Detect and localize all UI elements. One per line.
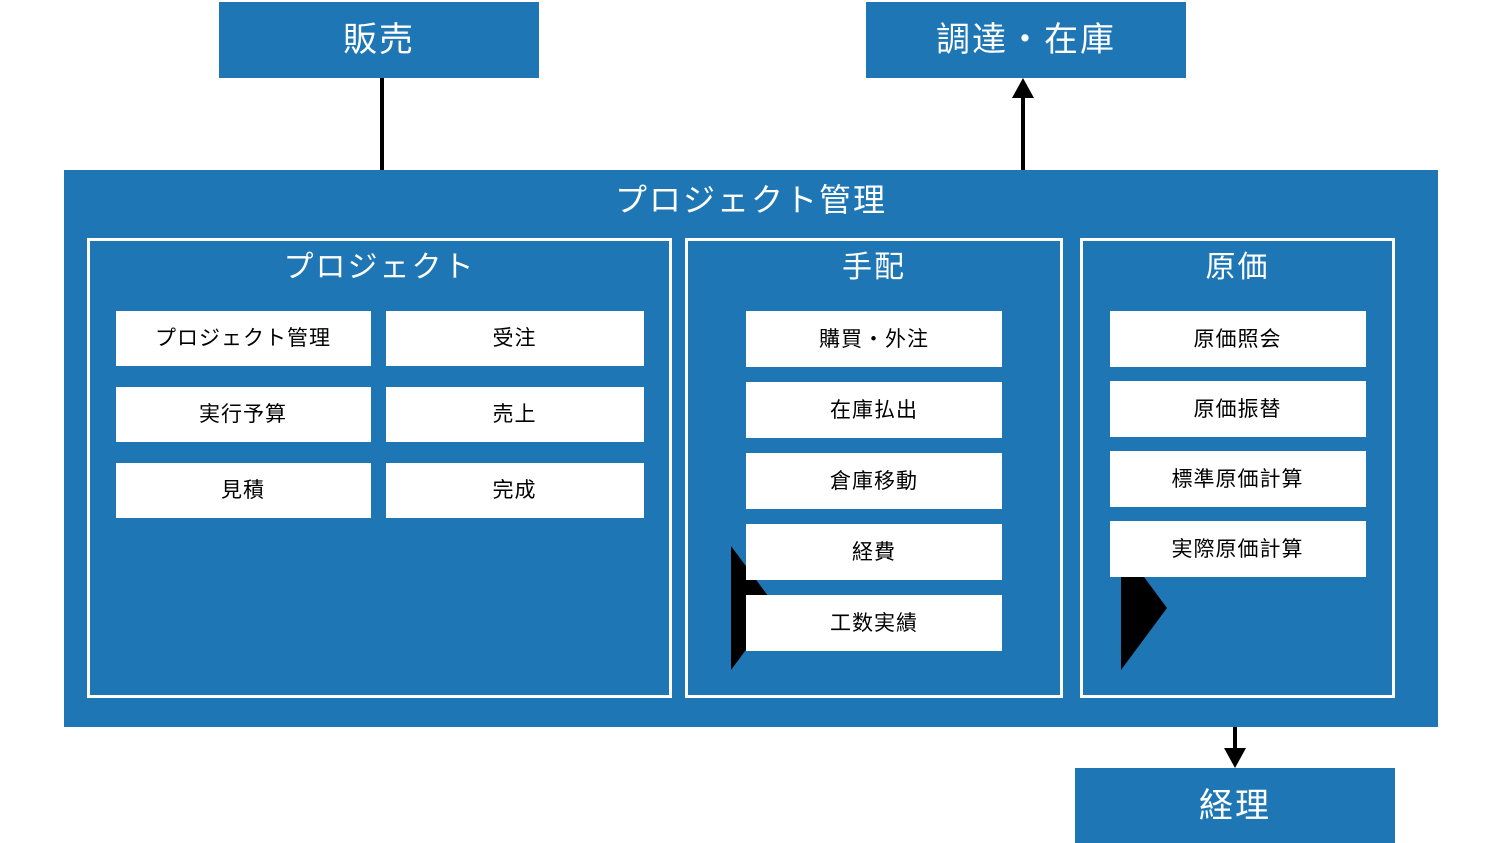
connector-line	[1021, 96, 1025, 240]
external-box-sales: 販売	[219, 2, 539, 78]
item-chip[interactable]: 経費	[746, 524, 1002, 580]
item-chip[interactable]: プロジェクト管理	[115, 311, 371, 366]
item-chip[interactable]: 在庫払出	[746, 382, 1002, 438]
arrow-head-up-icon	[1012, 78, 1034, 98]
arrow-head-down-icon	[1224, 748, 1246, 768]
item-chip[interactable]: 倉庫移動	[746, 453, 1002, 509]
project-management-title: プロジェクト管理	[614, 182, 887, 218]
item-chip[interactable]: 工数実績	[746, 595, 1002, 651]
genka-item-list: 原価照会 原価振替 標準原価計算 実際原価計算	[1098, 311, 1377, 577]
panel-body-tehai: 購買・外注 在庫払出 倉庫移動 経費 工数実績	[688, 311, 1060, 651]
item-chip[interactable]: 購買・外注	[746, 311, 1002, 367]
item-chip[interactable]: 実行予算	[115, 387, 371, 442]
panel-title-project: プロジェクト	[283, 251, 476, 284]
panel-body-project: プロジェクト管理 受注 実行予算 売上 見積 完成	[90, 311, 669, 518]
item-chip[interactable]: 完成	[385, 463, 644, 518]
project-management-container: プロジェクト管理 プロジェクト プロジェクト管理 受注 実行予算 売上 見積 完…	[64, 170, 1438, 727]
item-chip[interactable]: 売上	[385, 387, 644, 442]
panel-genka: 原価 原価照会 原価振替 標準原価計算 実際原価計算	[1080, 238, 1395, 698]
external-box-accounting: 経理	[1075, 768, 1395, 843]
item-chip[interactable]: 原価振替	[1109, 381, 1366, 437]
item-chip[interactable]: 実際原価計算	[1109, 521, 1366, 577]
item-chip[interactable]: 標準原価計算	[1109, 451, 1366, 507]
external-box-procurement-inventory: 調達・在庫	[866, 2, 1186, 78]
panel-title-genka: 原価	[1205, 251, 1270, 284]
panel-body-genka: 原価照会 原価振替 標準原価計算 実際原価計算	[1083, 311, 1392, 577]
tehai-item-list: 購買・外注 在庫払出 倉庫移動 経費 工数実績	[703, 311, 1045, 651]
connector-line	[380, 78, 384, 214]
panel-tehai: 手配 購買・外注 在庫払出 倉庫移動 経費 工数実績	[685, 238, 1063, 698]
panel-project: プロジェクト プロジェクト管理 受注 実行予算 売上 見積 完成	[87, 238, 672, 698]
item-chip[interactable]: 受注	[385, 311, 644, 366]
project-item-grid: プロジェクト管理 受注 実行予算 売上 見積 完成	[105, 311, 654, 518]
item-chip[interactable]: 見積	[115, 463, 371, 518]
item-chip[interactable]: 原価照会	[1109, 311, 1366, 367]
panel-title-tehai: 手配	[842, 251, 906, 284]
